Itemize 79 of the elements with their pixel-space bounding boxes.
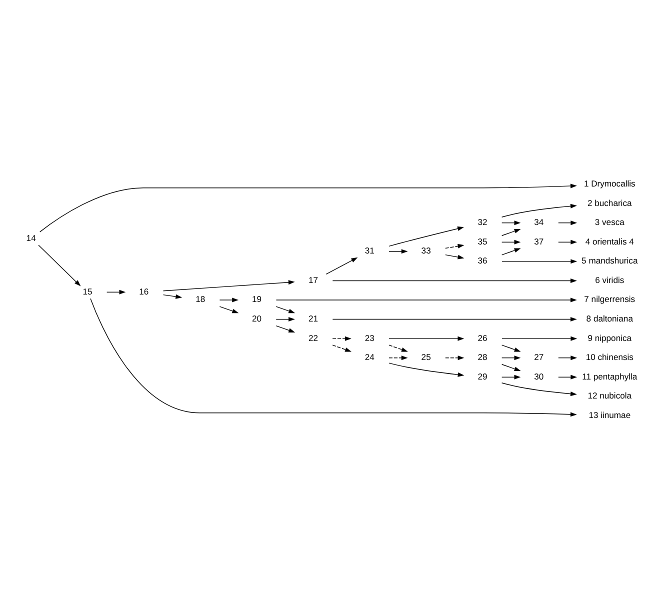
node-text: 3 vesca [594,217,624,228]
node-text: 4 orientalis 4 [585,236,634,246]
node-text: 23 [364,332,374,343]
node-text: 6 viridis [595,274,624,285]
arrow [388,336,464,341]
arrow [276,306,296,314]
arrow [502,259,578,264]
arrow [501,364,521,372]
node-text: 29 [478,371,488,382]
arrow [276,298,577,302]
node-text: 7 nilgerrensis [584,294,636,304]
node-text: 14 [26,232,36,243]
node-text: 34 [534,217,544,228]
node-text: 21 [308,314,318,324]
arrow [501,228,521,236]
arrow [40,184,577,232]
node-text: 15 [82,286,92,296]
arrow [445,244,464,249]
arrow [388,362,464,377]
arrow [501,240,521,244]
node-text: 24 [364,352,374,362]
arrow [332,336,352,341]
node-text: 11 pentaphylla [582,371,638,382]
node-text: 31 [364,246,374,256]
arrow [388,226,464,247]
node-text: 10 chinensis [586,352,634,362]
arrow [162,280,295,292]
node-text: 36 [478,256,488,266]
arrow [388,356,408,360]
arrow [501,248,521,256]
node-text: 26 [478,332,488,343]
node-text: 13 iinumae [588,410,631,420]
node-text: 2 bucharica [588,198,632,208]
node-text: 25 [421,352,431,362]
node-text: 1 Drymocallis [584,178,636,188]
node-text: 17 [308,274,318,285]
arrow [388,344,408,352]
node-text: 12 nubicola [588,390,632,401]
arrow [558,240,578,244]
node-text: 18 [196,294,206,304]
arrow [219,298,239,302]
arrow [445,356,464,360]
node-text: 28 [478,352,488,362]
arrow [501,382,577,396]
arrow [162,294,182,299]
node-text: 30 [534,371,544,382]
arrow [326,257,358,275]
node-text: 5 mandshurica [582,256,638,266]
node-text: 27 [534,352,544,362]
arrow [558,374,578,380]
arrow [558,220,578,226]
node-text: 19 [252,294,262,304]
arrow [501,220,521,226]
arrow [332,317,577,322]
node-text: 35 [478,236,488,246]
arrow [332,278,577,283]
arrow [219,306,239,314]
arrow [276,317,295,322]
node-text: 33 [421,246,431,256]
node-text: 8 daltoniana [586,314,633,324]
arrow [445,254,464,260]
node-text: 9 nipponica [588,332,632,343]
arrow [558,356,578,360]
arrow [38,244,81,286]
arrow [501,374,521,380]
arrow [501,204,577,218]
node-text: 37 [534,236,544,246]
arrow [501,344,521,352]
node-text: 22 [308,332,318,343]
arrow [388,249,408,254]
arrow [276,325,296,332]
node-text: 20 [252,314,262,324]
arrow [106,290,126,294]
arrow [502,336,578,341]
arrow [90,298,577,417]
arrow [332,344,352,352]
node-text: 32 [478,217,488,228]
node-text: 16 [139,286,149,296]
arrow [501,356,521,360]
